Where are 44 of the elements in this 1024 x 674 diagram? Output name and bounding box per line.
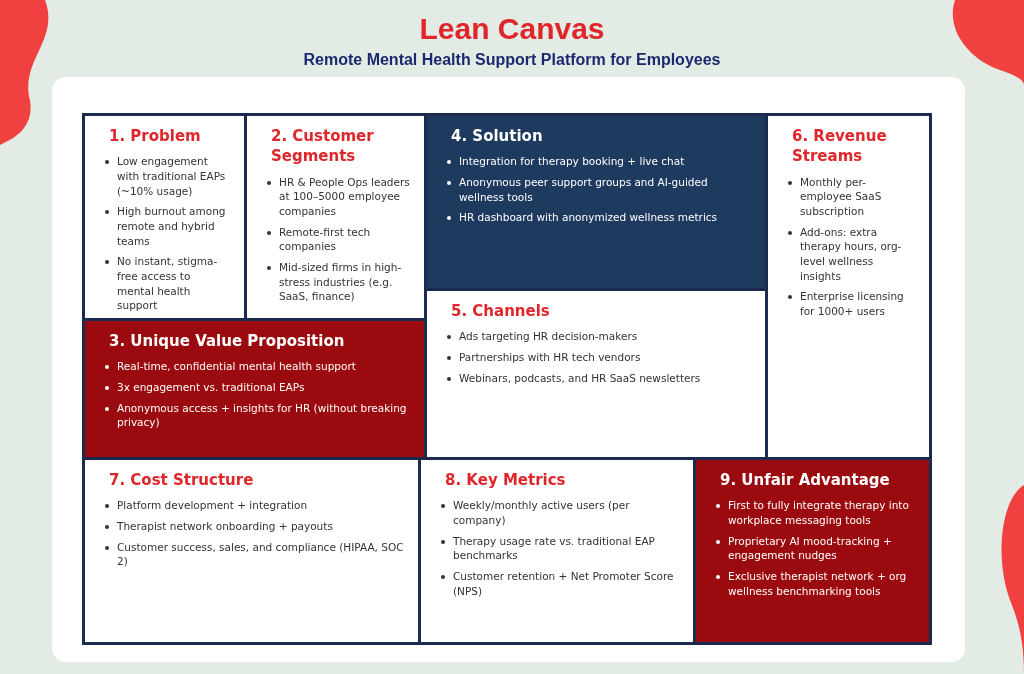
- bullet-text: Monthly per-employee SaaS subscription: [800, 174, 883, 219]
- bullet-text: Therapy usage rate vs. traditional EAP benchmarks: [453, 533, 656, 563]
- canvas-section: [82, 318, 427, 460]
- section-heading: 4. Solution: [451, 126, 544, 147]
- subtitle: Remote Mental Health Support Platform for Employees: [302, 51, 722, 69]
- section-heading: 5. Channels: [451, 301, 551, 322]
- bullet-text: HR dashboard with anonymized wellness metrics: [459, 210, 718, 225]
- bullet-text: Platform development + integration: [117, 498, 308, 513]
- bullet-text: Proprietary AI mood-tracking + engagement nudges: [728, 533, 893, 563]
- bullet-text: Ads targeting HR decision-makers: [459, 329, 638, 344]
- bullet-text: First to fully integrate therapy into workplace messaging tools: [728, 498, 910, 528]
- section-heading: 7. Cost Structure: [109, 470, 255, 491]
- bullet-text: Exclusive therapist network + org wellness benchmarking tools: [728, 569, 908, 599]
- bullet-text: Real-time, confidential mental health support: [117, 359, 356, 374]
- bullet-text: Therapist network onboarding + payouts: [117, 518, 333, 534]
- bullet-text: Customer success, sales, and compliance (HIPAA, SOC 2): [117, 539, 404, 569]
- bullet-text: Low engagement with traditional EAPs (~10% usage): [117, 154, 227, 199]
- bullet-text: Weekly/monthly active users (per company): [453, 498, 631, 528]
- bullet-text: Anonymous access + insights for HR (without breaking privacy): [117, 400, 408, 430]
- section-heading: 9. Unfair Advantage: [720, 470, 891, 491]
- bullet-text: Integration for therapy booking + live chat: [459, 154, 685, 169]
- bullet-text: Add-ons: extra therapy hours, org-level wellness insights: [800, 224, 903, 284]
- canvas-section: [82, 457, 421, 645]
- bullet-text: 3x engagement vs. traditional EAPs: [117, 379, 305, 395]
- bullet-text: No instant, stigma-free access to mental health support: [117, 254, 219, 314]
- bullet-text: Webinars, podcasts, and HR SaaS newsletters: [459, 370, 701, 386]
- bullet-text: Customer retention + Net Promoter Score (NPS): [453, 569, 675, 599]
- section-heading: 6. Revenue Streams: [792, 126, 888, 167]
- bullet-text: Partnerships with HR tech vendors: [459, 349, 641, 365]
- page-title: Lean Canvas: [418, 12, 606, 46]
- bullet-text: Remote-first tech companies: [279, 224, 372, 254]
- canvas-section: [424, 113, 768, 291]
- bullet-text: High burnout among remote and hybrid teams: [117, 204, 227, 249]
- bullet-text: Enterprise licensing for 1000+ users: [800, 289, 905, 319]
- bullet-text: Mid-sized firms in high-stress industries (e.g. SaaS, finance): [279, 259, 403, 304]
- canvas-section: [82, 113, 247, 321]
- section-heading: 3. Unique Value Proposition: [109, 331, 346, 352]
- bullet-text: HR & People Ops leaders at 100–5000 employee companies: [279, 174, 410, 219]
- bullet-text: Anonymous peer support groups and AI-guided wellness tools: [459, 174, 709, 205]
- section-heading: 1. Problem: [109, 126, 202, 147]
- canvas-section: [765, 113, 932, 460]
- section-heading: 2. Customer Segments: [271, 126, 375, 167]
- canvas-section: [693, 457, 932, 645]
- section-heading: 8. Key Metrics: [445, 470, 567, 491]
